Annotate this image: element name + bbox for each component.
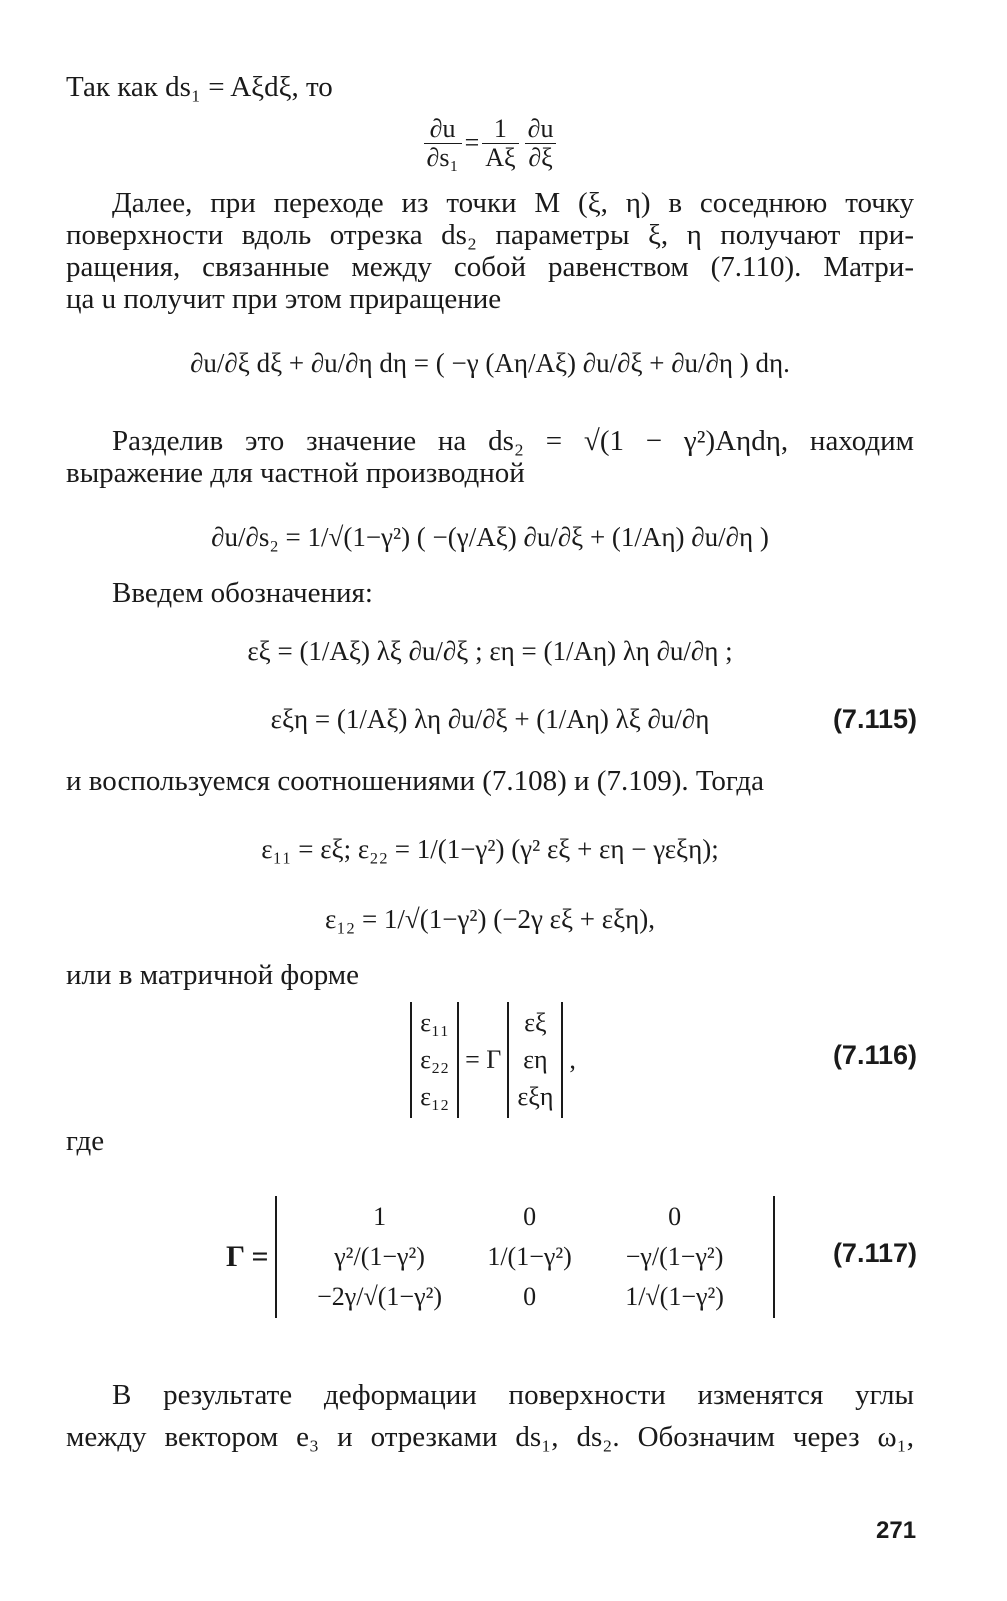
- equation-eps-xieta: εξη = (1/Aξ) λη ∂u/∂ξ + (1/Aη) λξ ∂u/∂η: [270, 704, 710, 734]
- matrix-cell: 1: [373, 1202, 387, 1231]
- equation-number: (7.117): [832, 1238, 917, 1268]
- equation-matrix-form: ε₁₁ ε₂₂ ε₁₂ = Γ εξ εη εξη ,: [66, 1000, 914, 1120]
- fraction-numerator: ∂u: [524, 114, 557, 144]
- vector-entry: εξη: [517, 1082, 554, 1112]
- matrix-cell: γ²/(1−γ²): [334, 1242, 425, 1271]
- gamma-matrix: 1 0 0 γ²/(1−γ²) 1/(1−γ²) −γ/(1−γ²) −2γ/√…: [274, 1196, 775, 1318]
- matrix-cell: 0: [668, 1202, 682, 1231]
- paragraph-line: между вектором e₃ и отрезками ds₁, ds₂. …: [66, 1421, 914, 1453]
- vector-entry: ε₂₂: [420, 1044, 450, 1074]
- equation-increment: ∂u/∂ξ dξ + ∂u/∂η dη = ( −γ (Aη/Aξ) ∂u/∂ξ…: [190, 348, 790, 378]
- vector-entry: ε₁₂: [420, 1082, 450, 1112]
- fraction-du-dxi: ∂u∂ξ: [524, 114, 557, 172]
- paragraph-line: В результате деформации поверхности изме…: [112, 1379, 914, 1411]
- fraction-du-ds1: ∂u∂s₁: [423, 114, 462, 172]
- text-line: или в матричной форме: [66, 959, 359, 991]
- paragraph-line: поверхности вдоль отрезка ds₂ параметры …: [66, 219, 914, 251]
- text-line: и воспользуемся соотношениями (7.108) и …: [66, 765, 764, 797]
- vector-entry: εξ: [524, 1007, 547, 1037]
- equals-gamma: = Γ: [465, 1045, 502, 1074]
- paragraph-line: выражение для частной производной: [66, 457, 525, 489]
- matrix-cell: −γ/(1−γ²): [625, 1242, 724, 1271]
- equation-du-ds2: ∂u/∂s₂ = 1/√(1−γ²) ( −(γ/Aξ) ∂u/∂ξ + (1/…: [211, 522, 769, 552]
- fraction-denominator: ∂s₁: [426, 142, 459, 172]
- fraction-numerator: 1: [482, 114, 519, 144]
- paragraph-line: ращения, связанные между собой равенство…: [66, 251, 914, 283]
- gamma-symbol: Γ =: [226, 1240, 269, 1273]
- comma: ,: [569, 1045, 576, 1074]
- equals-sign: =: [464, 128, 480, 157]
- fraction-denominator: Aξ: [485, 142, 516, 172]
- text-line: где: [66, 1125, 105, 1157]
- vector-entry: εη: [523, 1044, 548, 1074]
- paragraph-line: Далее, при переходе из точки M (ξ, η) в …: [112, 187, 914, 219]
- matrix-cell: −2γ/√(1−γ²): [317, 1282, 443, 1311]
- page-number: 271: [876, 1517, 917, 1544]
- gamma-matrix-equation: Γ = 1 0 0 γ²/(1−γ²) 1/(1−γ²) −γ/(1−γ²) −…: [66, 1162, 914, 1352]
- matrix-cell: 1/(1−γ²): [487, 1242, 572, 1271]
- paragraph-line: Разделив это значение на ds₂ = √(1 − γ²)…: [112, 425, 914, 457]
- strain-vector-left: ε₁₁ ε₂₂ ε₁₂: [410, 1002, 460, 1118]
- equation-e12: ε₁₂ = 1/√(1−γ²) (−2γ εξ + εξη),: [325, 904, 655, 934]
- equation-number: (7.115): [832, 704, 917, 734]
- text-line: Введем обозначения:: [112, 577, 373, 609]
- text-line-intro: Так как ds₁ = Aξdξ, то: [66, 71, 333, 103]
- matrix-cell: 0: [523, 1202, 537, 1231]
- fraction-numerator: ∂u: [423, 114, 462, 144]
- equation-eps-xi-eta: εξ = (1/Aξ) λξ ∂u/∂ξ ; εη = (1/Aη) λη ∂u…: [247, 636, 733, 666]
- vector-entry: ε₁₁: [420, 1007, 450, 1037]
- matrix-cell: 0: [523, 1282, 537, 1311]
- strain-vector-right: εξ εη εξη: [507, 1002, 564, 1118]
- matrix-cell: 1/√(1−γ²): [625, 1282, 724, 1311]
- equation-number: (7.116): [832, 1040, 917, 1070]
- equation-e11-e22: ε₁₁ = εξ; ε₂₂ = 1/(1−γ²) (γ² εξ + εη − γ…: [261, 834, 719, 864]
- fraction-denominator: ∂ξ: [528, 142, 553, 172]
- paragraph-line: ца u получит при этом приращение: [66, 283, 502, 315]
